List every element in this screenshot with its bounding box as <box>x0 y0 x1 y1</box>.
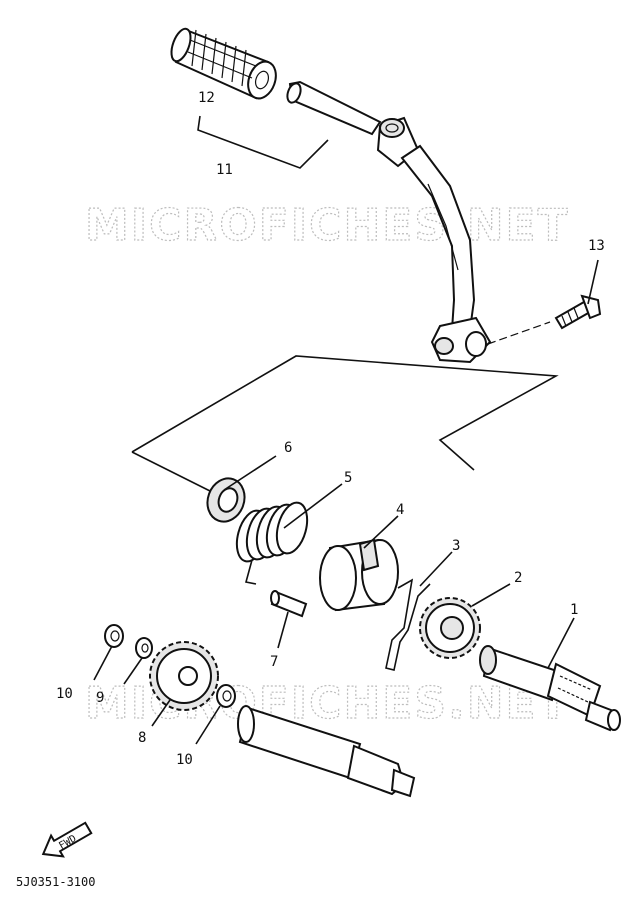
callout-3: 3 <box>452 538 460 554</box>
callout-1: 1 <box>570 602 578 618</box>
callout-12: 12 <box>198 90 215 106</box>
kick-axle <box>479 645 621 732</box>
oil-seal <box>206 477 246 523</box>
callout-10-left: 10 <box>56 686 73 702</box>
idle-gear <box>149 641 219 711</box>
callout-10-right: 10 <box>176 752 193 768</box>
washer-10-right <box>216 684 236 708</box>
callout-4: 4 <box>396 502 404 518</box>
callout-11: 11 <box>216 162 233 178</box>
fwd-arrow-icon: FWD <box>41 821 93 858</box>
callout-2: 2 <box>514 570 522 586</box>
kick-crank-assembly <box>170 27 492 364</box>
callout-6: 6 <box>284 440 292 456</box>
callout-8: 8 <box>138 730 146 746</box>
callout-13: 13 <box>588 238 605 254</box>
spring-guide <box>319 538 399 612</box>
kick-clip <box>385 578 431 671</box>
part-code: 5J0351-3100 <box>16 875 95 889</box>
bracket-11 <box>197 115 329 169</box>
watermark-top: MICROFICHES.NET <box>85 200 570 251</box>
clamp-bolt <box>554 294 602 330</box>
torsion-spring <box>235 501 309 585</box>
stopper-pin <box>270 590 308 618</box>
assembly-guide-outline <box>131 355 559 471</box>
kick-grip <box>170 27 277 100</box>
callout-9: 9 <box>96 690 104 706</box>
circlip-9 <box>135 637 153 659</box>
idler-shaft <box>237 705 416 798</box>
kick-gear <box>419 597 481 659</box>
callout-7: 7 <box>270 654 278 670</box>
leader-lines <box>93 259 599 745</box>
washer-10-left <box>104 624 124 648</box>
callout-5: 5 <box>344 470 352 486</box>
